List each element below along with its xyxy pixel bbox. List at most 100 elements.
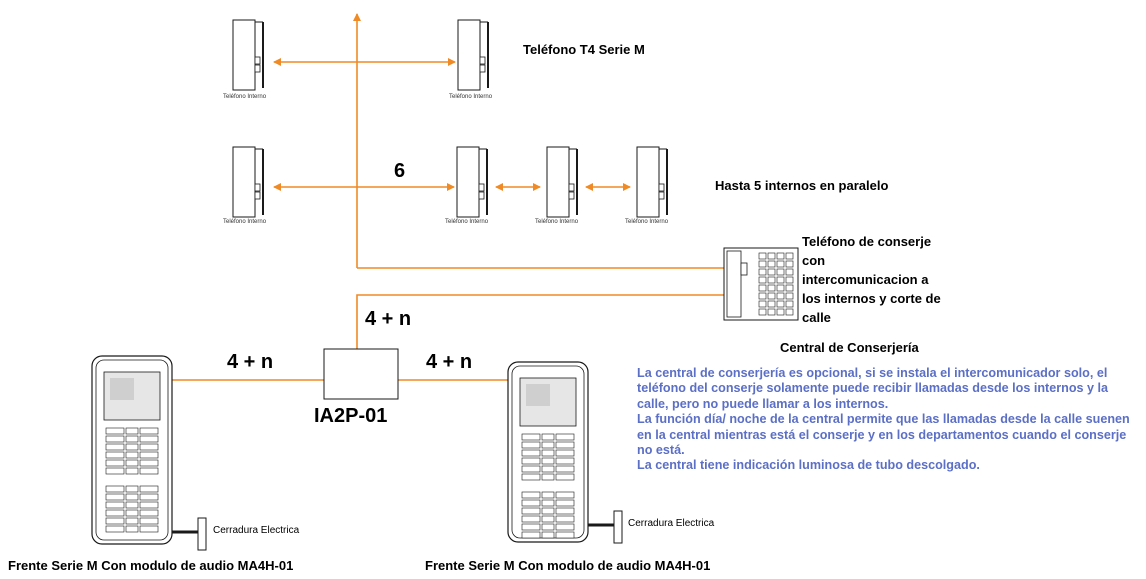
name-slot — [555, 507, 575, 515]
upper-bus-label: 4 + n — [365, 308, 412, 330]
central-key — [776, 308, 785, 316]
concierge-desc-line: los internos y corte de — [802, 291, 941, 306]
phone-button — [658, 183, 665, 192]
name-slot — [105, 451, 125, 459]
central-key — [785, 276, 794, 284]
call-button — [541, 515, 555, 523]
lock-label: Cerradura Electrica — [628, 518, 715, 529]
concierge-note: La central de conserjería es opcional, s… — [637, 366, 1142, 474]
name-slot — [521, 449, 541, 457]
phone-button — [568, 191, 575, 200]
phone-label: Teléfono Interno — [535, 219, 579, 225]
central-key — [785, 292, 794, 300]
name-slot — [555, 465, 575, 473]
call-button — [125, 459, 139, 467]
interphone-icon — [636, 146, 668, 218]
phone-handset — [457, 19, 481, 91]
phone-label: Teléfono Interno — [223, 94, 267, 100]
central-key — [776, 260, 785, 268]
phone-button — [479, 56, 486, 65]
call-button — [541, 441, 555, 449]
name-slot — [555, 515, 575, 523]
name-slot — [139, 459, 159, 467]
name-slot — [105, 517, 125, 525]
phone-handset — [456, 146, 480, 218]
name-slot — [521, 507, 541, 515]
central-key — [758, 260, 767, 268]
door-panel-left — [91, 355, 207, 551]
call-button — [541, 473, 555, 481]
electric-lock — [197, 517, 207, 551]
call-button — [125, 443, 139, 451]
call-button — [125, 485, 139, 493]
call-button — [125, 501, 139, 509]
name-slot — [555, 531, 575, 539]
central-key — [758, 276, 767, 284]
central-key — [776, 292, 785, 300]
interphone-icon — [457, 19, 489, 91]
name-slot — [521, 523, 541, 531]
central-key — [776, 268, 785, 276]
phone-button — [658, 191, 665, 200]
upper-bus-wire — [356, 294, 724, 349]
phone-handset — [232, 146, 256, 218]
central-key — [776, 284, 785, 292]
central-handset — [726, 250, 742, 318]
central-key — [758, 300, 767, 308]
central-key — [758, 268, 767, 276]
name-slot — [139, 493, 159, 501]
door-panel-right — [507, 361, 623, 544]
phone-label: Teléfono Interno — [449, 94, 493, 100]
phone-button — [568, 183, 575, 192]
name-slot — [555, 433, 575, 441]
name-slot — [139, 509, 159, 517]
interphone-icon — [546, 146, 578, 218]
phone-button — [478, 183, 485, 192]
note-paragraph: La central tiene indicación luminosa de … — [637, 458, 980, 473]
name-slot — [521, 465, 541, 473]
name-slot — [105, 509, 125, 517]
central-key — [785, 260, 794, 268]
interphone-icon — [232, 146, 264, 218]
name-slot — [139, 467, 159, 475]
central-key — [767, 284, 776, 292]
lock-label: Cerradura Electrica — [213, 525, 300, 536]
concierge-title: Central de Conserjería — [780, 340, 919, 355]
concierge-desc-line: intercomunicacion a — [802, 272, 929, 287]
central-key — [785, 284, 794, 292]
name-slot — [105, 493, 125, 501]
name-slot — [105, 525, 125, 533]
name-slot — [555, 441, 575, 449]
name-slot — [105, 427, 125, 435]
name-slot — [555, 523, 575, 531]
name-slot — [139, 501, 159, 509]
camera-window — [526, 384, 550, 406]
call-button — [541, 457, 555, 465]
call-button — [541, 499, 555, 507]
wire-count-label: 6 — [394, 160, 406, 182]
right-bus-label: 4 + n — [426, 351, 473, 373]
interphone-icon — [456, 146, 488, 218]
left-panel-caption: Frente Serie M Con modulo de audio MA4H-… — [8, 558, 294, 573]
name-slot — [555, 473, 575, 481]
left-bus-label: 4 + n — [227, 351, 274, 373]
name-slot — [521, 491, 541, 499]
phone-label: Teléfono Interno — [223, 219, 267, 225]
call-button — [125, 525, 139, 533]
call-button — [541, 465, 555, 473]
name-slot — [105, 459, 125, 467]
interface-label: IA2P-01 — [314, 405, 388, 427]
call-button — [541, 531, 555, 539]
central-key — [758, 308, 767, 316]
camera-window — [110, 378, 134, 400]
call-button — [125, 435, 139, 443]
call-button — [541, 449, 555, 457]
central-key — [758, 252, 767, 260]
name-slot — [139, 443, 159, 451]
phone-button — [254, 191, 261, 200]
central-key — [776, 252, 785, 260]
phone-row2-title: Hasta 5 internos en paralelo — [715, 178, 889, 193]
phone-row1-title: Teléfono T4 Serie M — [523, 42, 645, 57]
central-key — [767, 268, 776, 276]
central-key — [767, 276, 776, 284]
